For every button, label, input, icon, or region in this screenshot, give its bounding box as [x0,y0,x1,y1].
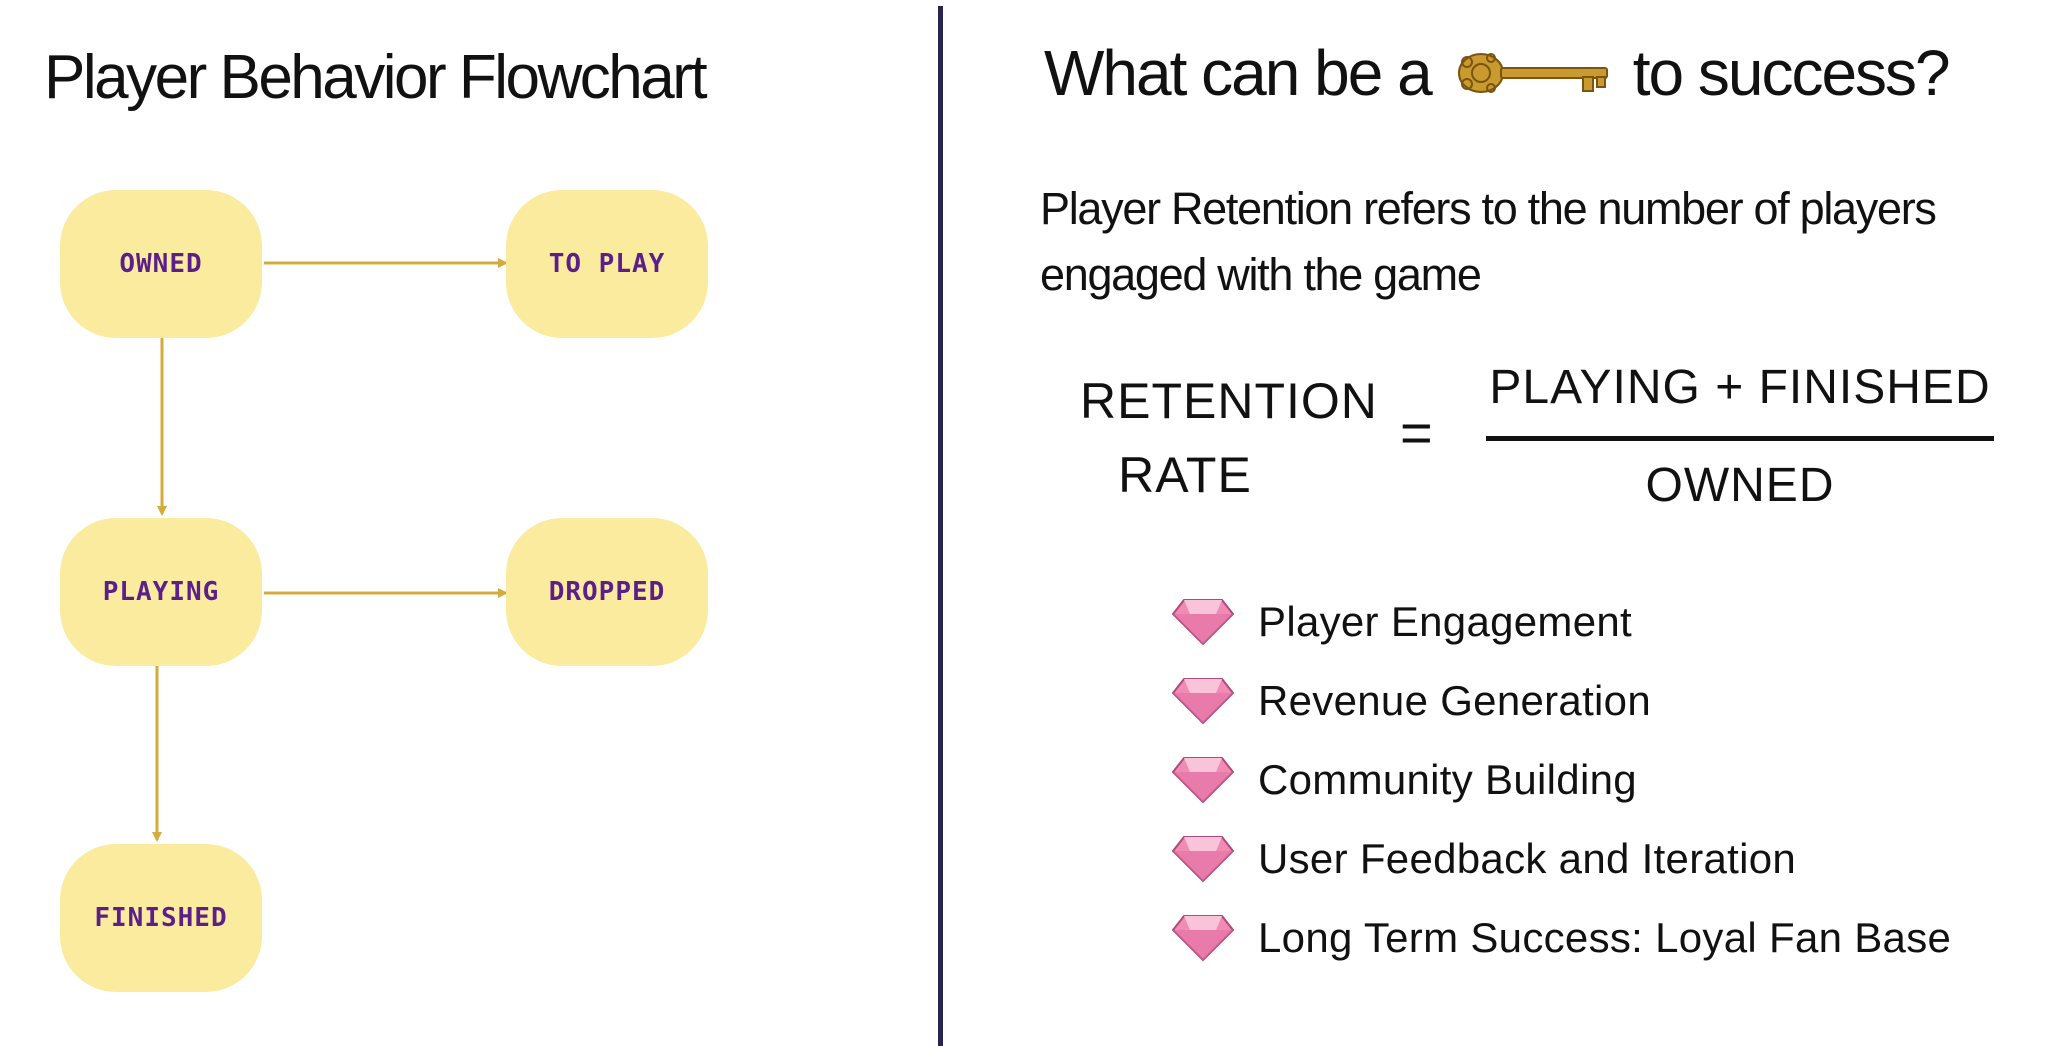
list-item-text: User Feedback and Iteration [1258,834,1797,882]
list-item: Revenue Generation [1172,661,1951,740]
list-item: Community Building [1172,740,1951,819]
flowchart-arrows [152,258,508,842]
retention-definition: Player Retention refers to the number of… [1040,183,1937,300]
pink-gem-icon [1172,835,1234,882]
equation-lhs: RETENTION RATE [1080,364,1378,512]
benefits-list: Player Engagement Revenue Generation Com… [1172,582,1951,977]
node-to-play: TO PLAY [506,190,708,338]
right-title: What can be a to success? [1044,36,1951,110]
pink-gem-icon [1172,598,1234,645]
equals-sign: = [1400,401,1433,464]
equation-denominator: OWNED [1645,459,1835,512]
node-owned: OWNED [60,190,262,338]
title-text-before: What can be a [1044,37,1433,109]
flowchart-title: Player Behavior Flowchart [44,43,708,112]
list-item-text: Player Engagement [1258,597,1632,645]
list-item-text: Revenue Generation [1258,676,1651,724]
list-item: Player Engagement [1172,582,1951,661]
pink-gem-icon [1172,677,1234,724]
equation-lhs-line1: RETENTION [1080,373,1378,429]
fraction-bar [1486,436,1994,441]
node-dropped: DROPPED [506,518,708,666]
list-item: User Feedback and Iteration [1172,819,1951,898]
list-item-text: Long Term Success: Loyal Fan Base [1258,913,1952,961]
equation-numerator: PLAYING + FINISHED [1489,361,1991,414]
pink-gem-icon [1172,914,1234,961]
equation-lhs-line2: RATE [1118,447,1252,503]
node-playing: PLAYING [60,518,262,666]
title-text-after: to success? [1632,37,1951,109]
golden-key-icon [1457,53,1608,93]
list-item-text: Community Building [1258,755,1637,803]
pink-gem-icon [1172,756,1234,803]
node-finished: FINISHED [60,844,262,992]
list-item: Long Term Success: Loyal Fan Base [1172,898,1951,977]
vertical-divider [938,6,943,1046]
